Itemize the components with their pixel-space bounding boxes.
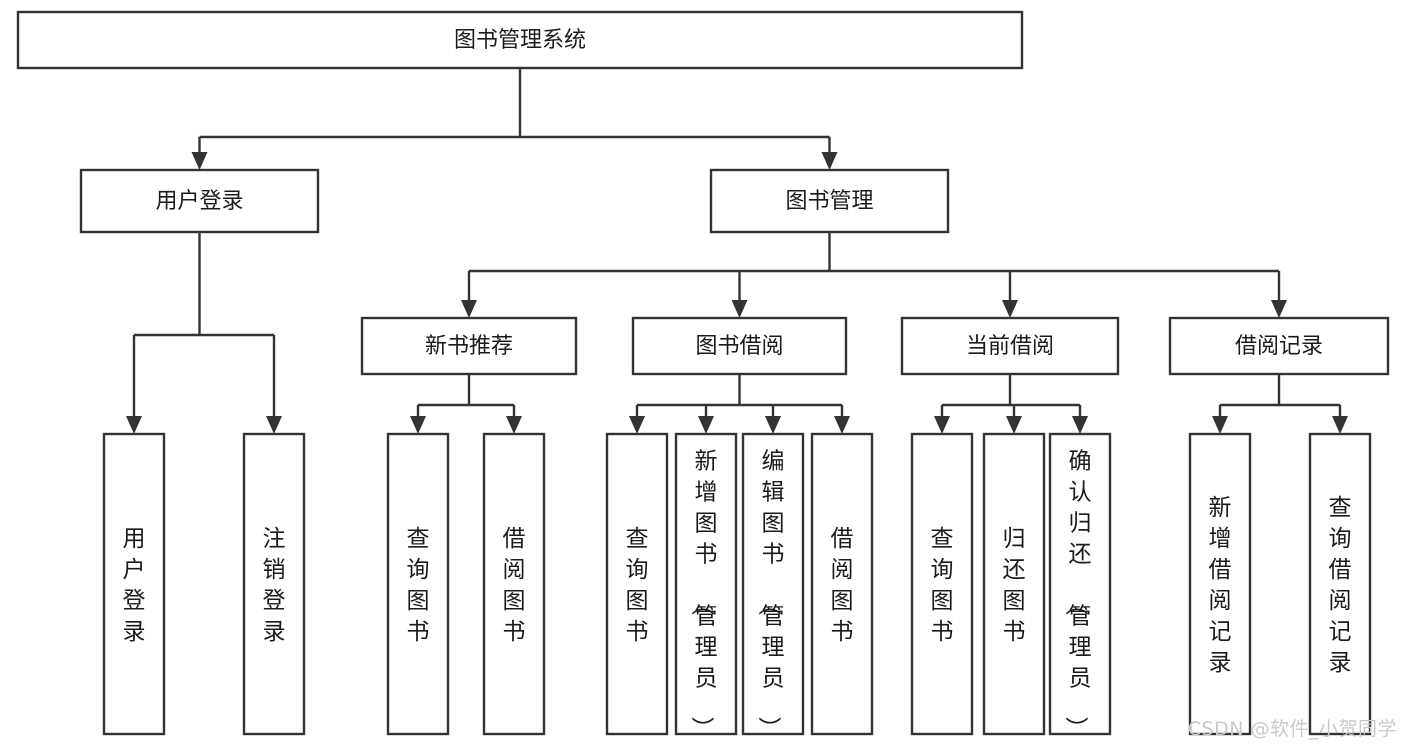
node-leaf-borrow-edit-book-rect[interactable] [741, 432, 805, 736]
node-leaf-cur-confirm-return-label: 确认归还（管理员） [1063, 449, 1092, 740]
node-leaf-user-logout[interactable]: 注销登录 [242, 432, 306, 736]
book-manage-to-borrow-record-arrowhead [1271, 300, 1287, 318]
node-leaf-borrow-borrow-book-label: 借阅图书 [831, 526, 854, 645]
current-borrow-to-leaf-cur-confirm-return-arrowhead [1072, 416, 1088, 434]
node-leaf-borrow-borrow-book[interactable]: 借阅图书 [810, 432, 874, 736]
node-leaf-rec-borrow-book-label: 借阅图书 [503, 526, 526, 645]
node-leaf-cur-return-book-rect[interactable] [982, 432, 1046, 736]
node-root-label: 图书管理系统 [454, 28, 586, 53]
node-book-borrow-label: 图书借阅 [695, 334, 783, 359]
node-leaf-cur-confirm-return-rect[interactable] [1048, 432, 1112, 736]
book-borrow-to-leaf-borrow-add-book-arrowhead [698, 416, 714, 434]
node-user-login-label: 用户登录 [155, 189, 243, 214]
connector-layer [126, 68, 1348, 434]
node-current-borrow[interactable]: 当前借阅 [900, 316, 1120, 376]
node-leaf-user-login-label: 用户登录 [123, 526, 146, 645]
node-leaf-user-login-rect[interactable] [102, 432, 166, 736]
node-leaf-cur-query-book-rect[interactable] [910, 432, 974, 736]
node-book-manage[interactable]: 图书管理 [709, 168, 950, 234]
node-book-borrow[interactable]: 图书借阅 [631, 316, 848, 376]
node-new-book-rec[interactable]: 新书推荐 [360, 316, 578, 376]
node-leaf-cur-query-book-label: 查询图书 [931, 526, 954, 645]
node-book-borrow-rect[interactable] [631, 316, 848, 376]
node-book-manage-label: 图书管理 [785, 189, 873, 214]
node-leaf-borrow-borrow-book-rect[interactable] [810, 432, 874, 736]
current-borrow-to-leaf-cur-return-book-arrowhead [1006, 416, 1022, 434]
node-leaf-borrow-add-book-rect[interactable] [674, 432, 738, 736]
node-book-manage-rect[interactable] [709, 168, 950, 234]
node-leaf-borrow-add-book[interactable]: 新增图书（管理员） [674, 432, 738, 740]
book-borrow-to-leaf-borrow-query-book-arrowhead [629, 416, 645, 434]
node-leaf-rec-add-record-rect[interactable] [1188, 432, 1252, 736]
node-leaf-borrow-query-book-label: 查询图书 [626, 526, 649, 645]
node-user-login-rect[interactable] [79, 168, 320, 234]
node-leaf-borrow-edit-book-label: 编辑图书（管理员） [756, 449, 785, 740]
new-book-rec-to-leaf-rec-query-book-arrowhead [410, 416, 426, 434]
user-login-to-leaf-user-login-arrowhead [126, 416, 142, 434]
node-leaf-rec-add-record[interactable]: 新增借阅记录 [1188, 432, 1252, 736]
node-leaf-borrow-edit-book[interactable]: 编辑图书（管理员） [741, 432, 805, 740]
node-current-borrow-rect[interactable] [900, 316, 1120, 376]
book-manage-to-new-book-rec-arrowhead [461, 300, 477, 318]
book-borrow-to-leaf-borrow-edit-book-arrowhead [765, 416, 781, 434]
node-leaf-rec-borrow-book-rect[interactable] [482, 432, 546, 736]
node-leaf-borrow-add-book-label: 新增图书（管理员） [689, 449, 718, 740]
node-root[interactable]: 图书管理系统 [16, 10, 1024, 70]
node-new-book-rec-rect[interactable] [360, 316, 578, 376]
node-leaf-rec-query-book-label: 查询图书 [407, 526, 430, 645]
node-leaf-user-login[interactable]: 用户登录 [102, 432, 166, 736]
node-current-borrow-label: 当前借阅 [966, 334, 1054, 359]
node-leaf-rec-borrow-book[interactable]: 借阅图书 [482, 432, 546, 736]
new-book-rec-to-leaf-rec-borrow-book-arrowhead [506, 416, 522, 434]
root-to-book-manage-arrowhead [821, 152, 838, 170]
borrow-record-to-leaf-rec-query-record-arrowhead [1332, 416, 1348, 434]
node-leaf-borrow-query-book-rect[interactable] [605, 432, 669, 736]
book-manage-to-current-borrow-arrowhead [1002, 300, 1018, 318]
node-borrow-record-label: 借阅记录 [1235, 334, 1323, 359]
node-leaf-cur-return-book-label: 归还图书 [1003, 526, 1026, 645]
borrow-record-to-leaf-rec-add-record-arrowhead [1212, 416, 1228, 434]
node-leaf-cur-query-book[interactable]: 查询图书 [910, 432, 974, 736]
node-leaf-cur-confirm-return[interactable]: 确认归还（管理员） [1048, 432, 1112, 740]
node-leaf-rec-query-book[interactable]: 查询图书 [386, 432, 450, 736]
node-leaf-rec-query-book-rect[interactable] [386, 432, 450, 736]
csdn-watermark: CSDN @软件_小贺同学 [1187, 718, 1397, 740]
current-borrow-to-leaf-cur-query-book-arrowhead [934, 416, 950, 434]
node-leaf-rec-query-record-label: 查询借阅记录 [1329, 495, 1352, 676]
node-user-login[interactable]: 用户登录 [79, 168, 320, 234]
node-leaf-rec-query-record[interactable]: 查询借阅记录 [1308, 432, 1372, 736]
node-leaf-rec-add-record-label: 新增借阅记录 [1209, 495, 1232, 676]
node-leaf-user-logout-label: 注销登录 [263, 526, 286, 645]
book-borrow-to-leaf-borrow-borrow-book-arrowhead [834, 416, 850, 434]
node-borrow-record[interactable]: 借阅记录 [1168, 316, 1390, 376]
node-root-rect[interactable] [16, 10, 1024, 70]
node-borrow-record-rect[interactable] [1168, 316, 1390, 376]
user-login-to-leaf-user-logout-arrowhead [266, 416, 282, 434]
node-leaf-rec-query-record-rect[interactable] [1308, 432, 1372, 736]
root-to-user-login-arrowhead [191, 152, 208, 170]
node-leaf-borrow-query-book[interactable]: 查询图书 [605, 432, 669, 736]
book-manage-to-book-borrow-arrowhead [731, 300, 748, 318]
node-layer: 图书管理系统用户登录图书管理新书推荐图书借阅当前借阅借阅记录用户登录注销登录查询… [16, 10, 1390, 740]
node-leaf-user-logout-rect[interactable] [242, 432, 306, 736]
node-leaf-cur-return-book[interactable]: 归还图书 [982, 432, 1046, 736]
node-new-book-rec-label: 新书推荐 [425, 334, 513, 359]
